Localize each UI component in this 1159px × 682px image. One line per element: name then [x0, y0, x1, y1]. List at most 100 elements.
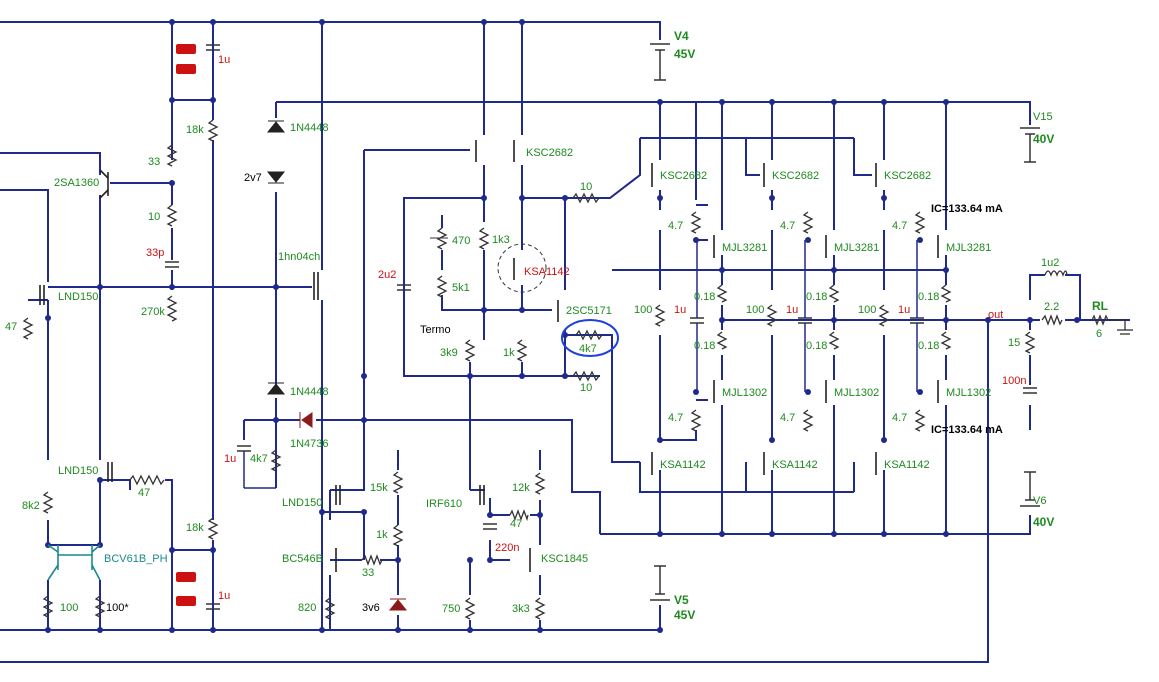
label-r15k: 15k	[370, 482, 388, 494]
label-r18k-bot: 18k	[186, 522, 204, 534]
label-d3: 1N4448	[290, 386, 329, 398]
label-irf610: IRF610	[426, 498, 462, 510]
label-r8k2: 8k2	[22, 500, 40, 512]
label-c1u-top: 1u	[218, 54, 230, 66]
label-r10-top: 10	[580, 181, 592, 193]
electrolytic-caps	[176, 44, 196, 606]
label-d2: 2v7	[244, 172, 262, 184]
wires	[0, 21, 1130, 663]
label-lnd150-b: LND150	[58, 465, 98, 477]
diode-symbols	[266, 120, 408, 611]
supply-v6	[1020, 471, 1040, 507]
label-r1k-b: 1k	[376, 529, 388, 541]
label-out-n2: MJL3281	[834, 242, 879, 254]
label-r15: 15	[1008, 337, 1020, 349]
label-r47-d5: 4.7	[780, 412, 795, 424]
label-drv-n1: KSC2682	[660, 170, 707, 182]
label-1hn04ch: 1hn04ch	[278, 251, 320, 263]
label-rl-name: RL	[1092, 299, 1108, 313]
label-c1u-z2: 1u	[786, 304, 798, 316]
label-bc546b: BC546B	[282, 553, 323, 565]
label-c1u-left: 1u	[224, 453, 236, 465]
label-2sa1360: 2SA1360	[54, 177, 99, 189]
label-r3k9: 3k9	[440, 347, 458, 359]
label-c2u2: 2u2	[378, 269, 396, 281]
label-r4k7-a: 4k7	[250, 453, 268, 465]
label-r100-a: 100	[60, 602, 78, 614]
label-re-6: 0.18	[918, 340, 939, 352]
label-drv-n2: KSC2682	[772, 170, 819, 182]
highlight-ellipse	[561, 319, 619, 357]
label-r33-top: 33	[148, 156, 160, 168]
label-bcv61b: BCV61B_PH	[104, 553, 168, 565]
label-c1u-z3: 1u	[898, 304, 910, 316]
supply-v15	[1020, 127, 1040, 163]
label-r33-b: 33	[362, 567, 374, 579]
supply-v4-name: V4	[674, 29, 689, 43]
label-r270k: 270k	[141, 306, 165, 318]
label-out-p1: MJL1302	[722, 387, 767, 399]
label-out-n1: MJL3281	[722, 242, 767, 254]
label-re-1: 0.18	[694, 291, 715, 303]
ground-icon	[1110, 319, 1133, 335]
junction-dots	[45, 19, 1080, 633]
label-r47-d3: 4.7	[892, 220, 907, 232]
supply-v4-value: 45V	[674, 47, 695, 61]
inductor-icon	[1044, 270, 1068, 277]
label-out-p2: MJL1302	[834, 387, 879, 399]
label-r47-d6: 4.7	[892, 412, 907, 424]
label-ic-bot: IC=133.64 mA	[931, 424, 1003, 436]
label-r47-d4: 4.7	[668, 412, 683, 424]
label-l1u2: 1u2	[1041, 257, 1059, 269]
label-r5k1: 5k1	[452, 282, 470, 294]
label-r470: 470	[452, 235, 470, 247]
label-d4: 1N4736	[290, 438, 329, 450]
label-lnd150-a: LND150	[58, 291, 98, 303]
label-out: out	[988, 309, 1003, 321]
label-r10: 10	[148, 211, 160, 223]
label-r820: 820	[298, 602, 316, 614]
label-r47-left: 47	[5, 321, 17, 333]
label-r47-c: 47	[510, 518, 522, 530]
label-r750: 750	[442, 603, 460, 615]
label-termo: Termo	[420, 324, 451, 336]
label-ksc1845: KSC1845	[541, 553, 588, 565]
thermal-sensor-circle	[497, 243, 547, 293]
supply-v4	[650, 43, 670, 81]
label-r47-d1: 4.7	[668, 220, 683, 232]
label-re-3: 0.18	[806, 291, 827, 303]
supply-v5-name: V5	[674, 593, 689, 607]
label-c1u-z1: 1u	[674, 304, 686, 316]
label-r3k3: 3k3	[512, 603, 530, 615]
supply-v15-name: V15	[1033, 111, 1053, 123]
supply-v5-value: 45V	[674, 608, 695, 622]
label-r47-d2: 4.7	[780, 220, 795, 232]
label-out-n3: MJL3281	[946, 242, 991, 254]
label-r4k7-b: 4k7	[579, 343, 597, 355]
transistor-symbols	[39, 140, 939, 572]
label-ksc2682-a: KSC2682	[526, 147, 573, 159]
bcv61b-mirror	[47, 544, 101, 581]
label-drv-p2: KSA1142	[772, 459, 818, 471]
label-drv-n3: KSC2682	[884, 170, 931, 182]
label-d1: 1N4448	[290, 122, 329, 134]
label-out-p3: MJL1302	[946, 387, 991, 399]
label-ksa1142-v: KSA1142	[524, 266, 570, 278]
label-r1k3: 1k3	[492, 234, 510, 246]
label-r18k-top: 18k	[186, 124, 204, 136]
label-r100-c3: 100	[858, 304, 876, 316]
label-c220n: 220n	[495, 542, 519, 554]
label-lnd150-c: LND150	[282, 497, 322, 509]
label-r10-bot: 10	[580, 382, 592, 394]
label-2sc5171: 2SC5171	[566, 305, 612, 317]
label-d5: 3v6	[362, 602, 380, 614]
capacitor-leads	[212, 22, 918, 604]
label-r100-b: 100*	[106, 602, 129, 614]
label-r12k: 12k	[512, 482, 530, 494]
label-r47-mid: 47	[138, 487, 150, 499]
resistor-symbols	[22, 119, 1109, 620]
label-c1u-bot: 1u	[218, 590, 230, 602]
supply-v15-value: 40V	[1033, 132, 1054, 146]
label-r1k-a: 1k	[503, 347, 515, 359]
